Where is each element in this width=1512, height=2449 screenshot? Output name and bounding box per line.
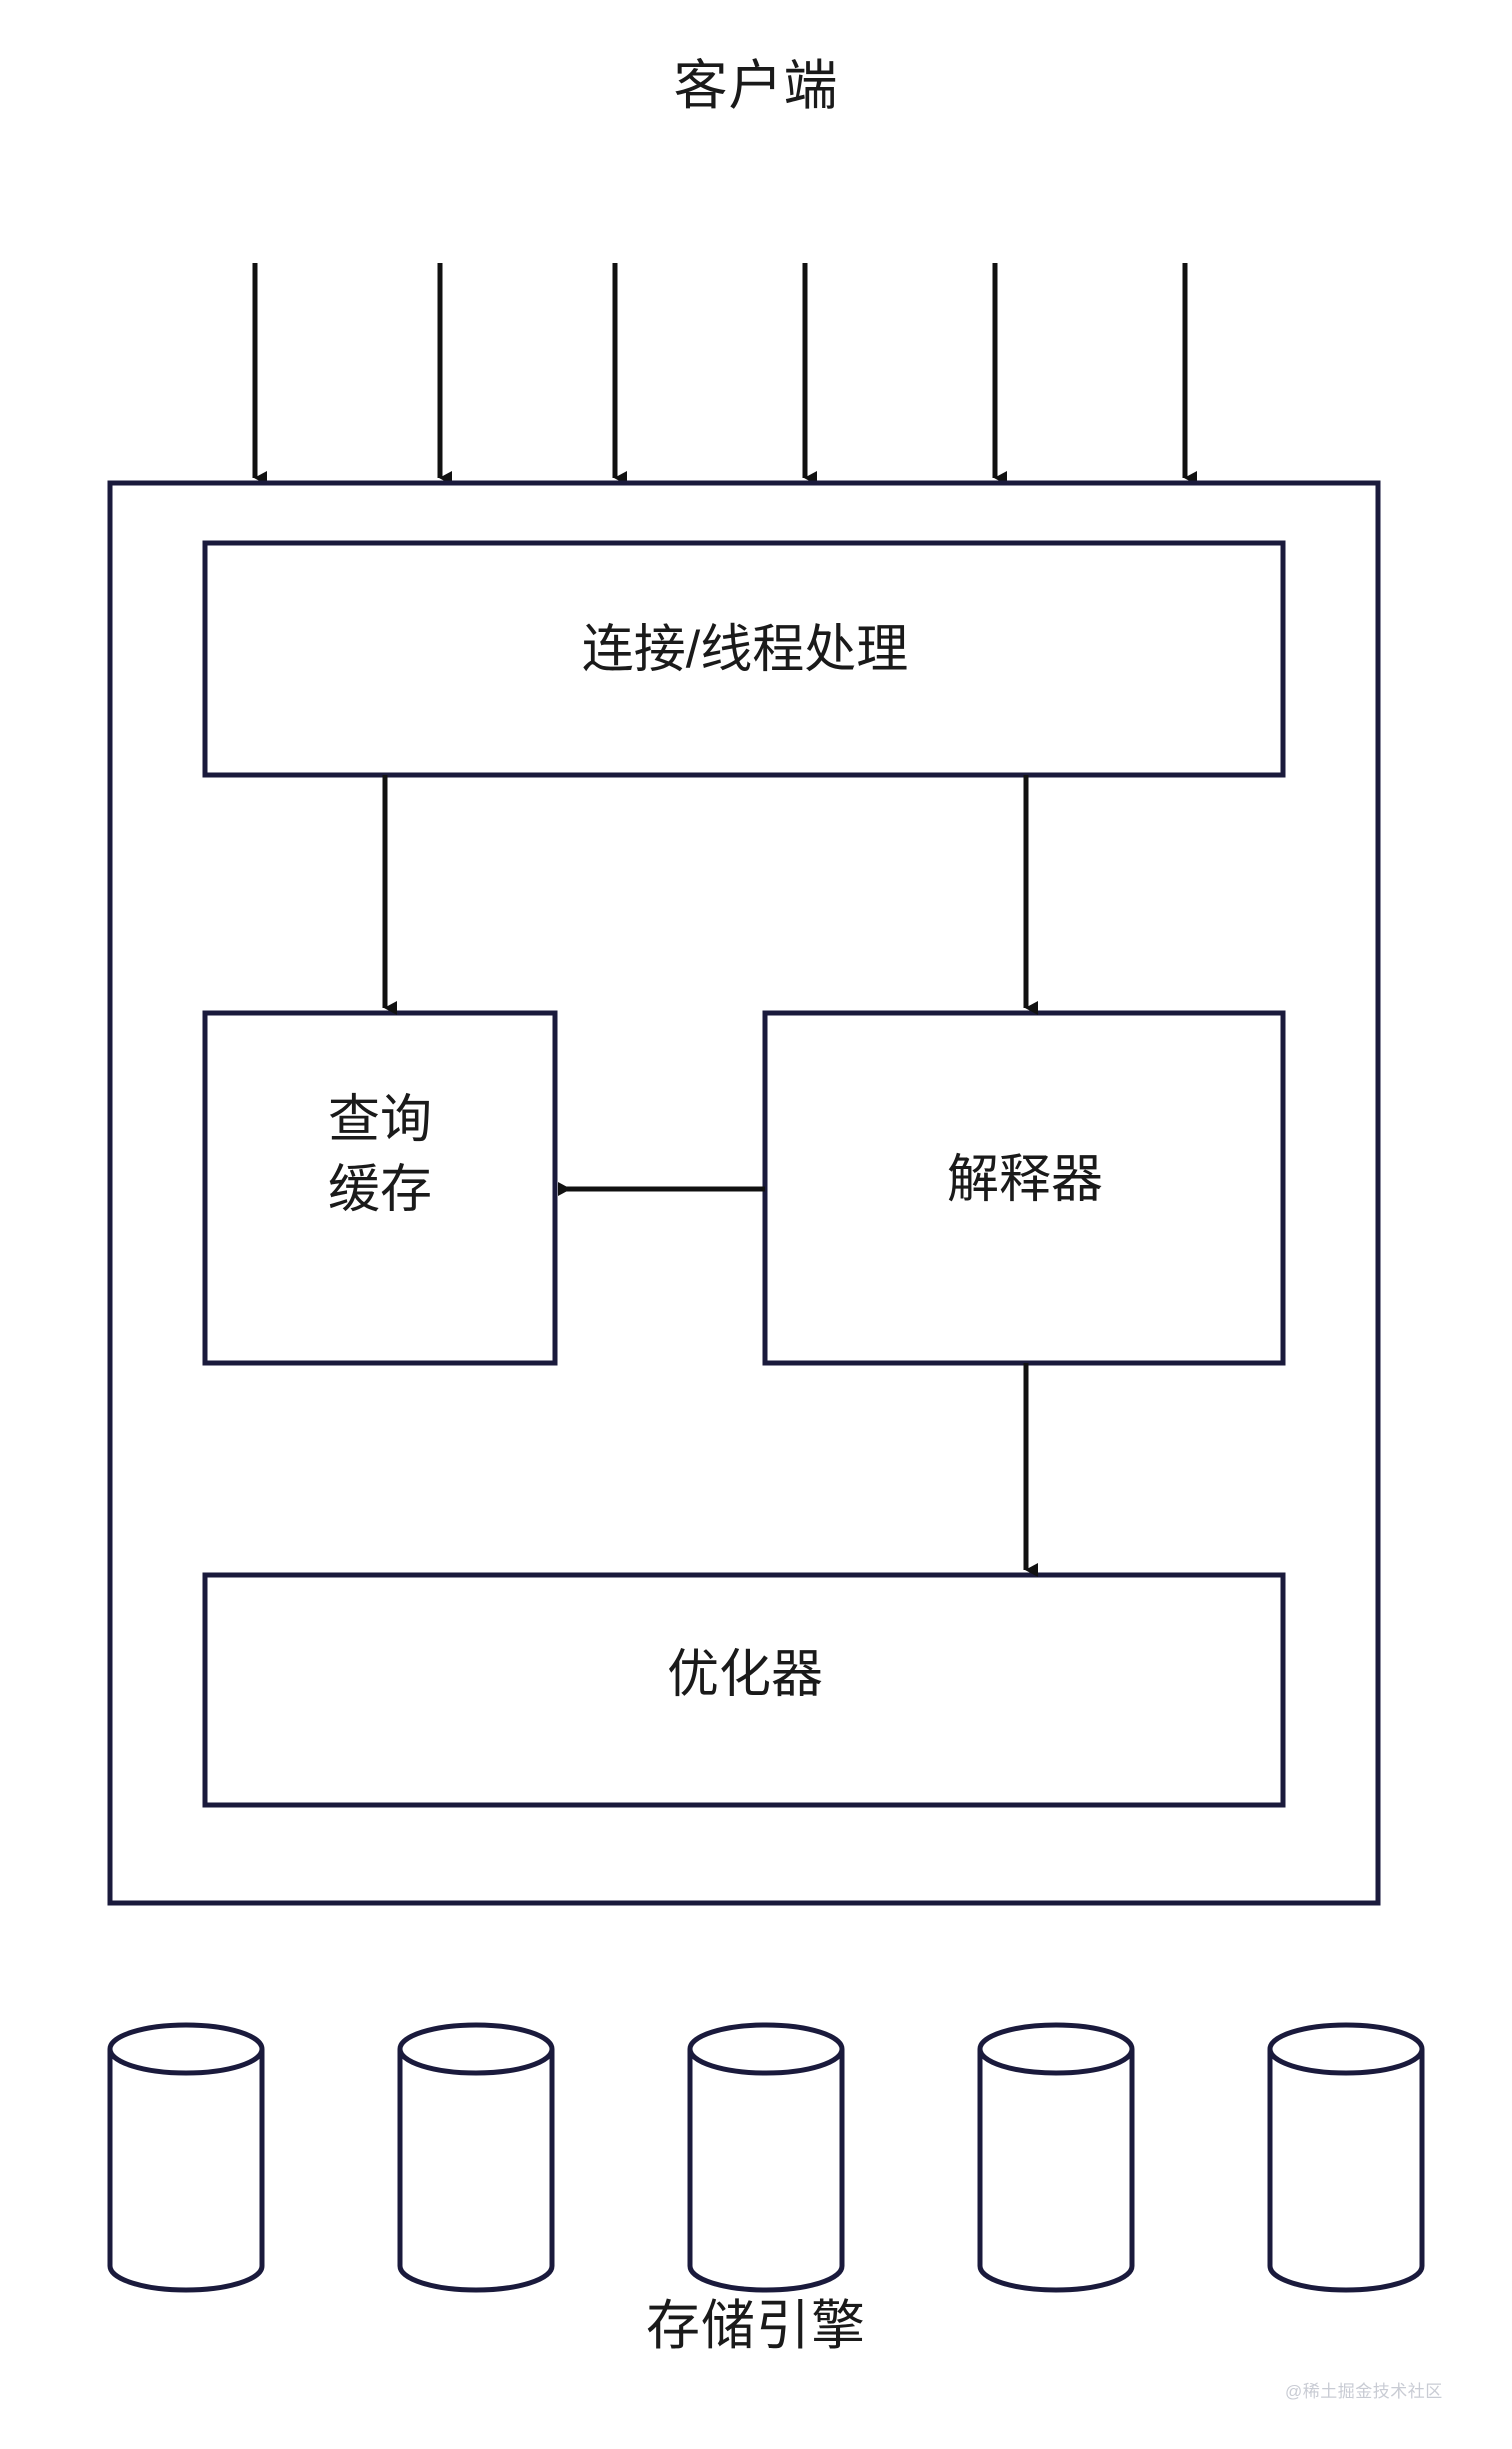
storage-cylinder-4[interactable] (977, 2022, 1135, 2293)
query-cache-label-line2: 缓存 (327, 1161, 432, 1220)
storage-cylinder-1[interactable] (107, 2022, 265, 2293)
watermark-text: @稀土掘金技术社区 (1285, 2382, 1443, 2401)
storage-cylinder-2[interactable] (397, 2022, 555, 2293)
connection-thread-handling-label: 连接/线程处理 (581, 621, 909, 679)
storage-cylinder-3[interactable] (687, 2022, 845, 2293)
storage-cylinder-5[interactable] (1267, 2022, 1425, 2293)
query-cache-label: 查询缓存 (205, 1085, 555, 1225)
client-title: 客户端 (673, 56, 839, 116)
query-cache-label-line1: 查询 (327, 1091, 432, 1149)
parser-label: 解释器 (946, 1151, 1103, 1209)
storage-engine-title: 存储引擎 (646, 2296, 866, 2356)
optimizer-label: 优化器 (666, 1646, 823, 1704)
storage-cylinders (107, 2022, 1425, 2293)
client-request-arrows (252, 263, 1197, 485)
